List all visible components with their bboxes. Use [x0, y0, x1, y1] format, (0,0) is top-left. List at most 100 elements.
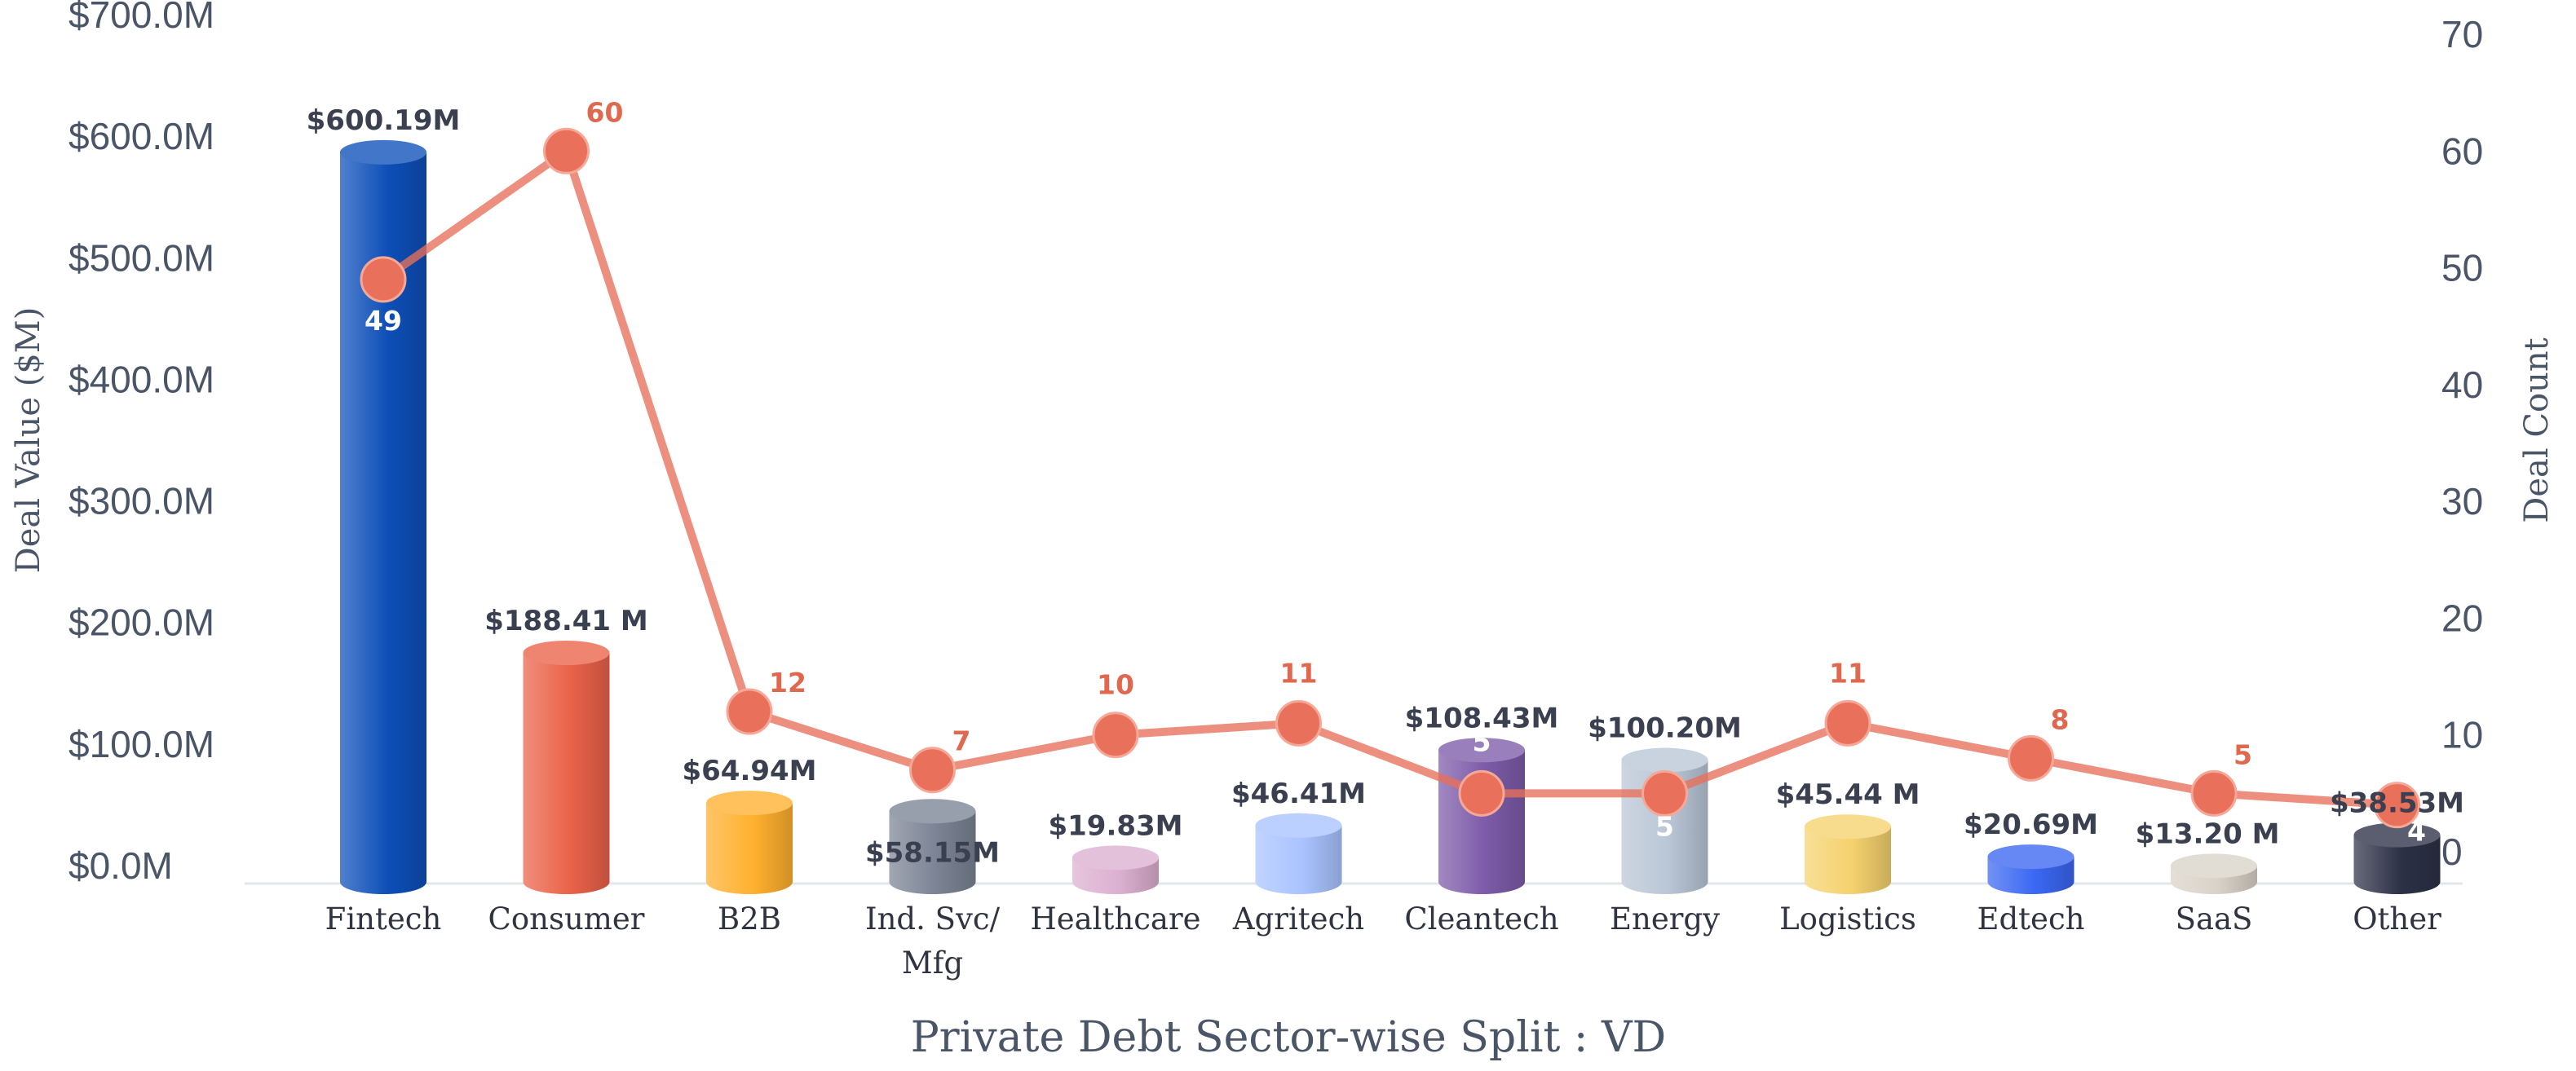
right-y-axis: 0 10 20 30 40 50 60 70: [2441, 13, 2483, 873]
y2-tick-label: 20: [2441, 597, 2483, 639]
bar-value-label: $58.15M: [865, 836, 1000, 869]
category-label: SaaS: [2176, 901, 2253, 937]
category-label: Fintech: [325, 901, 442, 937]
count-label: 5: [1655, 810, 1674, 842]
count-label: 7: [952, 725, 971, 757]
count-label: 11: [1829, 657, 1867, 689]
bar-top: [889, 799, 976, 824]
y2-tick-label: 50: [2441, 247, 2483, 289]
count-line-segment: [379, 147, 571, 284]
category-label: Consumer: [488, 901, 645, 937]
count-label: 12: [769, 667, 806, 699]
bar-top: [1438, 738, 1525, 763]
bar-top: [1621, 747, 1708, 773]
y-tick-label: $500.0M: [68, 236, 214, 279]
count-line-segment: [1294, 719, 1486, 798]
bar-value-label: $64.94M: [682, 755, 816, 787]
count-line-segment: [1111, 719, 1303, 739]
count-point: [2374, 782, 2420, 829]
count-line-segment: [1660, 719, 1852, 798]
count-point: [1641, 769, 1688, 817]
y-tick-label: $100.0M: [68, 723, 214, 765]
y2-tick-label: 0: [2441, 831, 2463, 873]
y-tick-label: $400.0M: [68, 358, 214, 400]
bar-value-label: $600.19M: [307, 104, 461, 137]
bar-series: [340, 139, 2441, 895]
bar-value-label: $13.20 M: [2136, 818, 2280, 850]
count-point: [1275, 699, 1322, 747]
bar-value-label: $46.41M: [1231, 778, 1366, 810]
bar-value-labels: $600.19M $188.41 M $64.94M $58.15M $19.83M $4…: [307, 104, 2464, 869]
count-line-segment: [745, 707, 937, 774]
category-label: B2B: [718, 901, 781, 937]
y2-tick-label: 60: [2441, 130, 2483, 172]
y-tick-label: $600.0M: [68, 115, 214, 157]
bar-top: [2353, 822, 2441, 848]
y2-tick-label: 10: [2441, 714, 2483, 756]
left-y-axis: $0.0M $100.0M $200.0M $300.0M $400.0M $500.0M…: [68, 0, 214, 887]
count-point: [726, 688, 773, 735]
bar-value-label: $188.41 M: [484, 605, 648, 637]
deal-count-series: 49 60 12 7 10 11 5 5 11 8 5 4: [360, 96, 2426, 848]
y-tick-label: $200.0M: [68, 602, 214, 644]
category-label: Energy: [1610, 901, 1720, 937]
category-label: Agritech: [1232, 901, 1364, 937]
count-line-segment: [1844, 719, 2035, 763]
count-point: [360, 256, 407, 303]
count-line-segment: [928, 730, 1120, 774]
count-point: [909, 747, 956, 794]
category-axis: Fintech Consumer B2B Ind. Svc/Mfg Healthcare…: [325, 901, 2441, 981]
bar-top: [1805, 814, 1891, 840]
category-label: Other: [2353, 901, 2441, 937]
bar-top: [1987, 844, 2074, 870]
bar-value-label: $20.69M: [1964, 809, 2098, 841]
bar: [1255, 825, 1342, 895]
bar: [340, 152, 426, 894]
category-label: Logistics: [1779, 901, 1916, 937]
count-point: [2190, 769, 2238, 817]
category-label: Cleantech: [1404, 901, 1558, 937]
count-label: 8: [2051, 703, 2070, 735]
bar: [1805, 826, 1891, 894]
bar: [889, 811, 976, 895]
count-line-segment: [562, 147, 753, 716]
count-label: 11: [1280, 657, 1318, 689]
count-label: 5: [2234, 738, 2252, 770]
bar-value-label: $45.44 M: [1776, 778, 1920, 811]
bar-value-label: $100.20M: [1588, 712, 1742, 745]
count-label: 5: [1473, 725, 1491, 757]
category-label: Ind. Svc/Mfg: [865, 901, 1001, 981]
count-label: 60: [586, 96, 624, 128]
category-label: Edtech: [1977, 901, 2084, 937]
count-point: [1092, 712, 1139, 759]
y-tick-label: $0.0M: [68, 844, 173, 887]
bar-top: [1255, 813, 1342, 838]
y-tick-label: $700.0M: [68, 0, 214, 36]
chart-title: Private Debt Sector-wise Split : VD: [911, 1013, 1666, 1062]
bar: [2353, 835, 2441, 895]
count-label: 49: [365, 305, 402, 337]
bar-top: [523, 640, 610, 665]
bar-value-label: $19.83M: [1048, 809, 1182, 842]
count-label: 4: [2407, 816, 2426, 848]
left-axis-title: Deal Value ($M): [10, 307, 47, 574]
count-point: [1824, 699, 1871, 747]
y2-tick-label: 70: [2441, 13, 2483, 55]
bar: [706, 803, 793, 894]
count-line-segment: [2026, 754, 2218, 798]
y2-tick-label: 40: [2441, 364, 2483, 406]
y2-tick-label: 30: [2441, 480, 2483, 522]
bar-top: [706, 791, 793, 816]
bar-value-label: $108.43M: [1405, 702, 1559, 734]
count-label: 10: [1097, 669, 1134, 701]
category-label: Healthcare: [1030, 901, 1200, 937]
count-point: [1458, 769, 1505, 817]
y-tick-label: $300.0M: [68, 480, 214, 522]
bar: [523, 652, 610, 895]
right-axis-title: Deal Count: [2518, 337, 2556, 522]
count-point: [543, 127, 590, 174]
bar-top: [340, 139, 426, 165]
bar-top: [1072, 845, 1159, 870]
count-line-segment: [2210, 789, 2401, 809]
